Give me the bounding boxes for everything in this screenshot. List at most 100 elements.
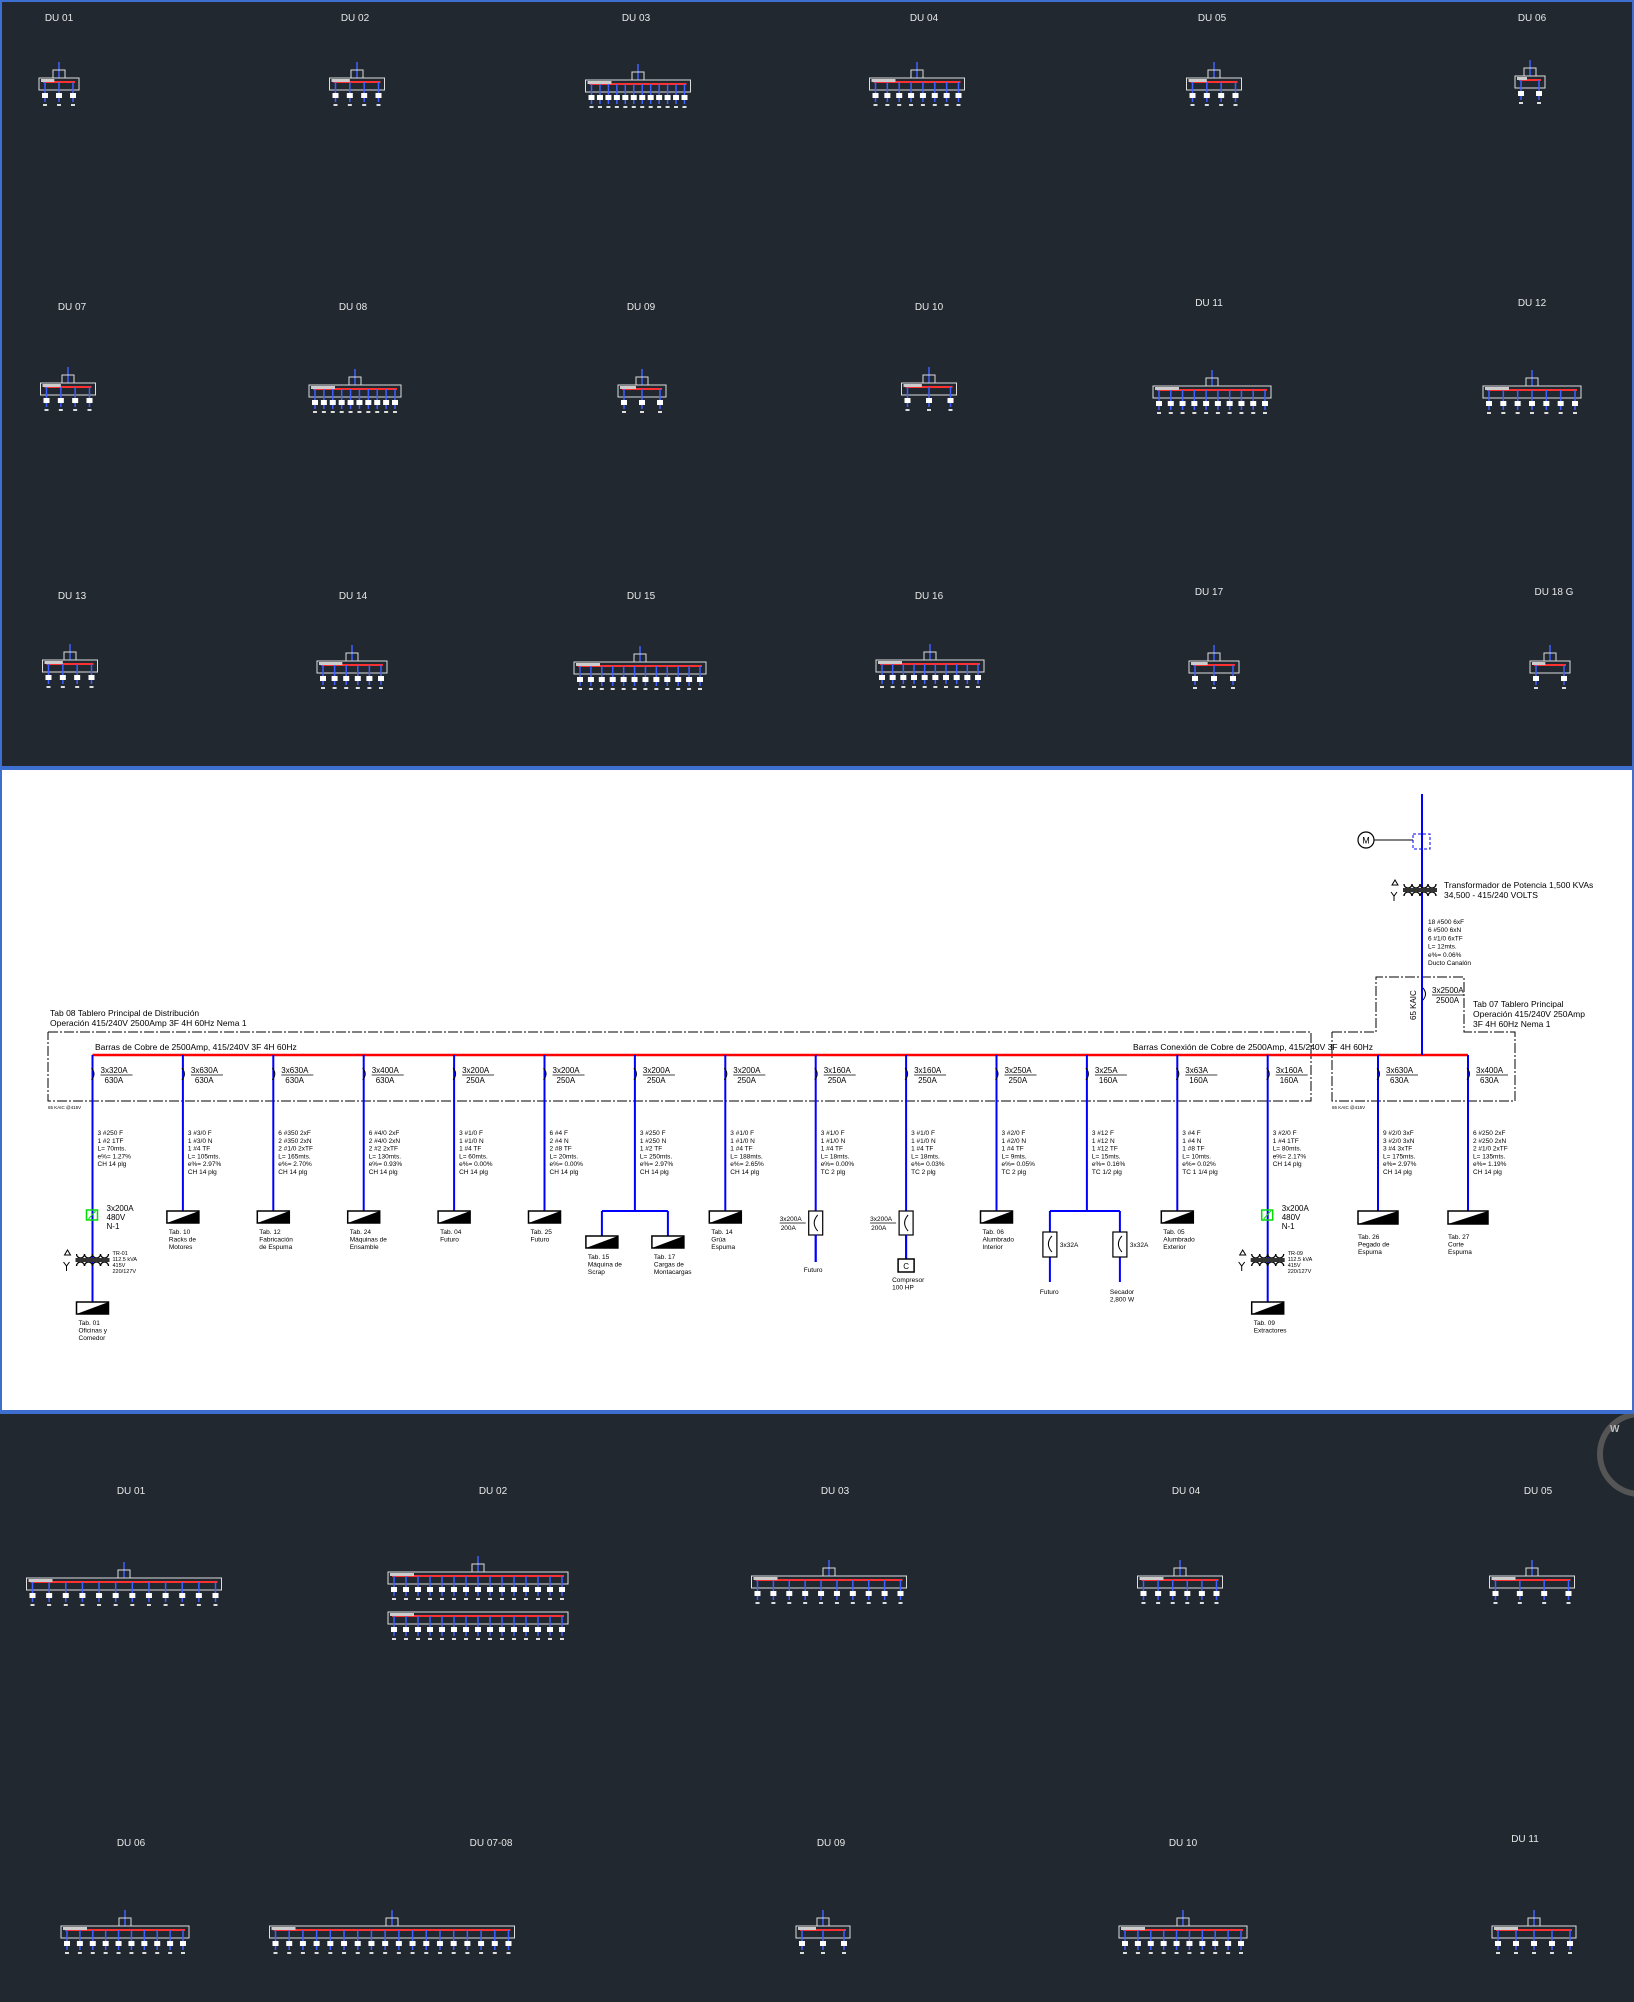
feeder-cable-spec: 1 #12 TF — [1092, 1146, 1118, 1153]
panelboard-symbol — [527, 1210, 562, 1224]
mini-load-label — [631, 106, 636, 108]
mini-load-box — [653, 677, 660, 682]
breaker-icon — [1266, 1067, 1270, 1081]
transformer-label: TR-09 — [1288, 1251, 1303, 1257]
breaker-icon — [452, 1067, 457, 1081]
feeder-cable-spec: L= 105mts. — [188, 1153, 221, 1160]
mini-load-label — [314, 1952, 319, 1954]
mini-load-label — [512, 1638, 516, 1640]
sub-breaker-rating: 3x200A — [780, 1216, 803, 1223]
mini-load-box — [499, 1587, 505, 1592]
breaker-frame-rating: 250A — [647, 1076, 666, 1085]
breaker-frame-rating: 160A — [1099, 1076, 1118, 1085]
mini-load-label — [77, 1952, 82, 1954]
mini-panel-title — [587, 81, 612, 84]
mini-load-box — [953, 675, 960, 680]
breaker-trip-rating: 3x160A — [1276, 1066, 1304, 1075]
mini-load-box — [1513, 1941, 1519, 1946]
mini-diagram — [1514, 60, 1546, 104]
mini-load-box — [919, 93, 926, 98]
panelboard-fill — [166, 1211, 199, 1223]
feeder-cable-spec: 1 #4 TF — [730, 1146, 752, 1153]
mini-load-box — [1173, 1941, 1180, 1946]
mini-load-box — [391, 1587, 397, 1592]
mini-load-box — [664, 95, 671, 100]
load-panel-label: Espuma — [711, 1244, 735, 1251]
load-panel-label: de Espuma — [259, 1244, 292, 1251]
mini-load-box — [799, 1941, 805, 1946]
mini-panel-title — [390, 1613, 414, 1616]
feeder-cable-spec: 6 #4 F — [550, 1130, 568, 1137]
breaker-trip-rating: 3x250A — [1005, 1066, 1033, 1075]
mini-load-box — [43, 398, 50, 403]
mini-load-box — [346, 93, 353, 98]
feeder-cable-spec: 1 #250 N — [640, 1138, 667, 1145]
mini-load-box — [395, 1941, 402, 1946]
mini-load-box — [639, 95, 646, 100]
mini-load-box — [331, 676, 338, 681]
mini-load-label — [1517, 1602, 1522, 1604]
breaker-frame-rating: 250A — [828, 1076, 847, 1085]
mini-load-box — [908, 93, 915, 98]
mini-diagram — [585, 64, 691, 108]
mini-load-label — [599, 688, 604, 690]
mini-load-box — [588, 95, 595, 100]
sheet-label: DU 06 — [1518, 13, 1547, 24]
mini-load-box — [1533, 676, 1539, 681]
mini-load-label — [1213, 1952, 1218, 1954]
winding-primary — [91, 1253, 102, 1259]
mini-panel-title — [390, 1573, 414, 1576]
feeder-cable-spec: e%= 2.70% — [278, 1161, 312, 1168]
mini-load-label — [1168, 412, 1173, 414]
mini-load-label — [901, 686, 906, 688]
feeder-cable-spec: 1 #4 TF — [459, 1146, 481, 1153]
mini-load-box — [1225, 1941, 1232, 1946]
mini-panel-title — [41, 79, 55, 82]
molded-case-breaker-icon — [808, 1210, 824, 1236]
mini-load-box — [162, 1593, 169, 1598]
mini-load-label — [130, 1604, 135, 1606]
delta-icon — [1391, 879, 1399, 886]
mini-load-box — [354, 676, 361, 681]
mini-load-box — [865, 1591, 872, 1596]
mini-load-box — [141, 1941, 148, 1946]
feeder-cable-spec: CH 14 plg — [1273, 1161, 1302, 1168]
mini-load-label — [933, 686, 938, 688]
mini-load-label — [665, 688, 670, 690]
mini-diagram — [1482, 370, 1582, 414]
feeder-cable-spec: e%= 0.00% — [821, 1161, 855, 1168]
panelboard-fill — [257, 1211, 290, 1223]
mini-load-label — [43, 104, 47, 106]
mini-load-box — [64, 1941, 70, 1946]
mini-load-box — [664, 677, 671, 682]
mini-load-label — [643, 688, 648, 690]
mini-load-box — [1572, 401, 1578, 406]
sub-breaker-frame: 200A — [871, 1225, 887, 1232]
mini-load-label — [1231, 687, 1235, 689]
mini-load-box — [547, 1587, 553, 1592]
mini-panel-title — [271, 1927, 296, 1930]
mini-load-label — [1123, 1952, 1127, 1954]
panelboard-symbol — [1160, 1210, 1195, 1224]
panelboard-fill — [980, 1211, 1013, 1223]
load-panel-label: Grúa — [711, 1237, 726, 1244]
feeder-cable-spec: 2 #4 N — [550, 1138, 569, 1145]
mini-panel-title — [576, 663, 600, 666]
single-line-diagram-viewport[interactable]: Tab 08 Tablero Principal de Distribución… — [0, 768, 1634, 1412]
mini-load-label — [321, 411, 326, 413]
winding-secondary — [83, 1261, 94, 1267]
mini-load-label — [512, 1598, 516, 1600]
meter-label: M — [1362, 836, 1370, 846]
winding-secondary — [99, 1261, 110, 1267]
mini-load-box — [72, 398, 79, 403]
mini-load-label — [90, 1952, 95, 1954]
winding-secondary — [91, 1261, 102, 1267]
mini-load-label — [976, 686, 980, 688]
mini-load-box — [1495, 1941, 1501, 1946]
mini-diagram — [38, 62, 80, 106]
load-panel-label: Exterior — [1163, 1244, 1186, 1251]
mini-load-label — [897, 104, 902, 106]
sheet-label: DU 01 — [45, 13, 74, 24]
